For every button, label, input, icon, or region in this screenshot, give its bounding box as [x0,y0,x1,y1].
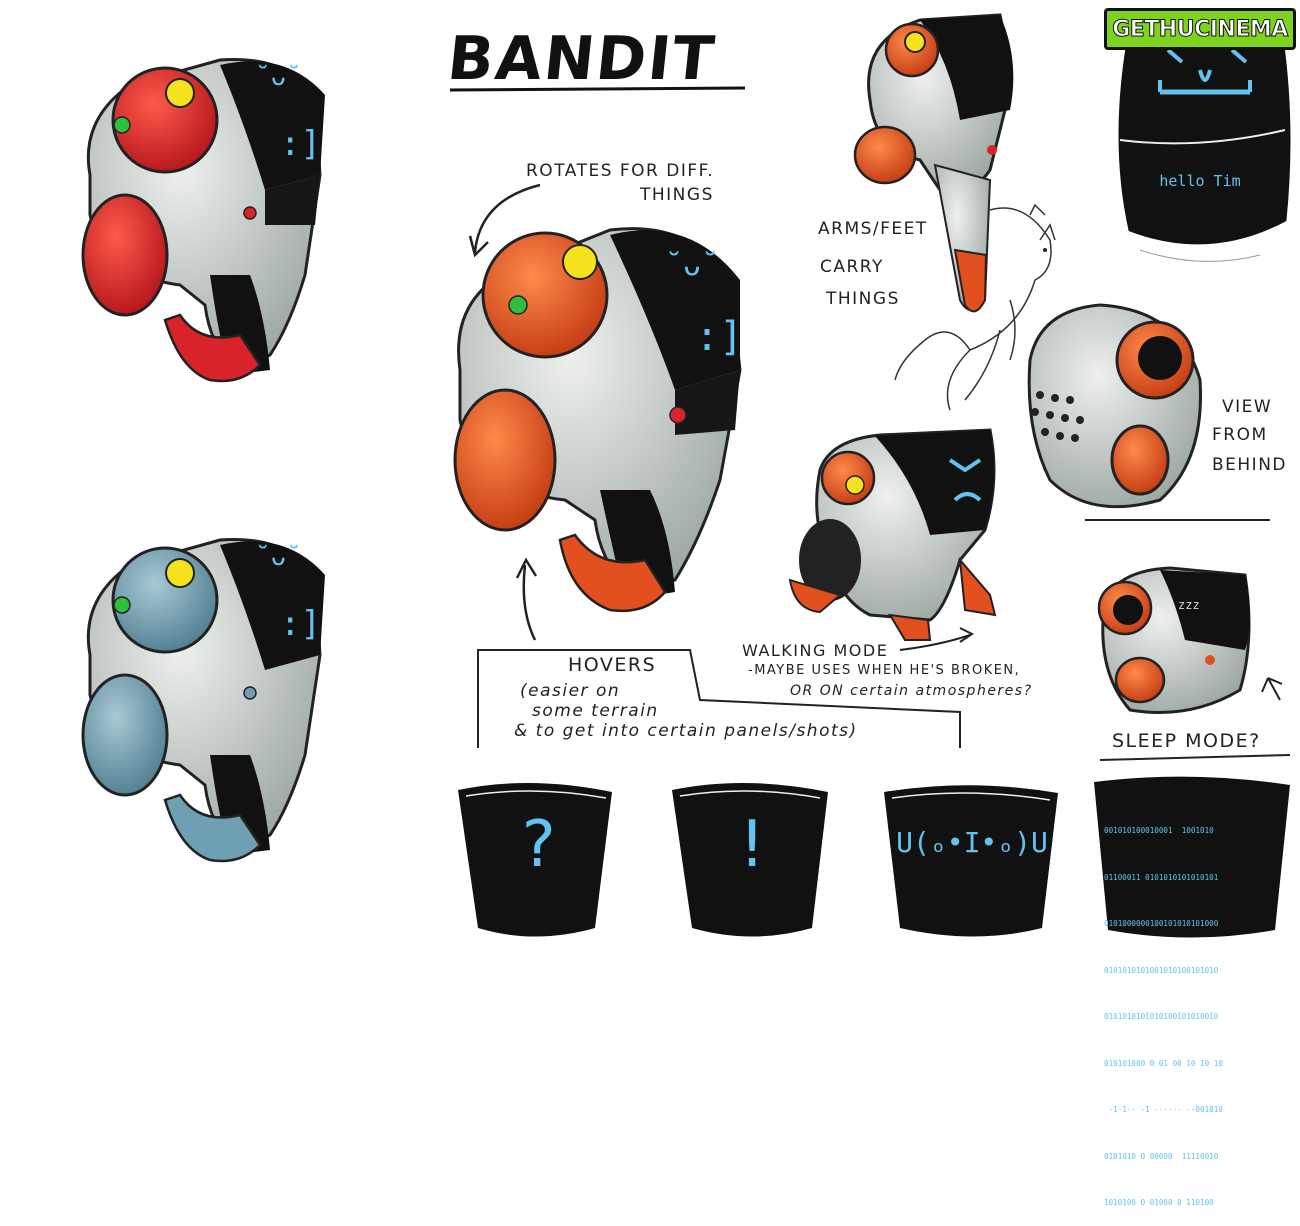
note-hovers-line1: (easier on [520,681,621,701]
binary-line: 001010100010001 1001010 [1104,826,1214,835]
screen-question-mark: ? [518,808,558,882]
note-hovers-line2: some terrain [532,701,659,721]
note-view-line1: VIEW [1222,397,1273,417]
binary-line: 0101010 0 00000 11110010 [1104,1151,1219,1161]
note-arms-line1: ARMS/FEET [818,219,928,239]
svg-text:˘ᴗ˘: ˘ᴗ˘ [255,62,302,92]
bandit-rear-view [1027,303,1270,521]
svg-text:˘ᴗ˘: ˘ᴗ˘ [255,542,302,572]
binary-line: 01100011 0101010101010101 [1104,872,1219,882]
bandit-walking-mode [788,428,997,651]
watermark-logo: GETHUCINEMA [1104,8,1296,50]
bandit-blue-variant: ˘ᴗ˘ :] [81,537,325,863]
binary-line: 1010100 0 01000 0 110100 [1104,1198,1214,1207]
svg-text::]: :] [280,124,321,164]
binary-line: 010101000 0 01 00 10 10 10 [1104,1058,1223,1068]
screen-hello-text: hello Tim [1159,172,1241,190]
rotate-arrow [473,183,541,253]
binary-line: 0101010101010100101010010 [1104,1012,1219,1021]
bandit-sleep-mode [1097,566,1291,761]
screen-sleep-text: zzz [1178,598,1200,612]
screen-face-emoticon: U(ₒ•I•ₒ)U [896,826,1048,859]
note-walking-line2: OR ON certain atmospheres? [790,683,1033,699]
svg-text::]: :] [695,314,743,360]
bandit-screen-head-hello [1118,20,1291,262]
note-arms-line3: THINGS [826,289,900,309]
note-view-line3: BEHIND [1212,455,1288,475]
svg-text::]: :] [280,604,321,644]
note-walking-line1: -MAYBE USES WHEN HE'S BROKEN, [748,663,1021,678]
svg-text:˘ᴗ˘: ˘ᴗ˘ [665,248,719,283]
binary-line: -1-1-- -1 ------ --001010 [1104,1105,1223,1114]
bandit-main-orange: ˘ᴗ˘ :] [453,227,743,613]
note-arms-line2: CARRY [820,257,884,277]
screen-binary-code: 001010100010001 1001010 01100011 0101010… [1104,792,1274,1226]
note-sleep-mode: SLEEP MODE? [1112,730,1261,752]
bandit-carrying-cat [853,13,1056,411]
screen-exclamation-mark: ! [732,808,772,882]
note-view-line2: FROM [1212,425,1268,445]
sheet-title: BANDIT [444,24,720,94]
note-rotates-line2: THINGS [640,185,714,205]
binary-line: 0101000000100101010101000 [1104,919,1219,928]
bandit-red-variant: ˘ᴗ˘ :] [81,57,325,383]
note-hovers-title: HOVERS [568,654,657,676]
screen-heads-row [458,776,1290,938]
binary-line: 0101010101001010100101010 [1104,965,1219,975]
note-walking-title: WALKING MODE [742,641,889,660]
note-hovers-line3: & to get into certain panels/shots) [514,721,858,741]
note-rotates-line1: ROTATES FOR DIFF. [526,161,715,181]
concept-art-canvas: ˘ᴗ˘ :] ˘ᴗ˘ :] ˘ᴗ˘ :] [81,13,1291,938]
